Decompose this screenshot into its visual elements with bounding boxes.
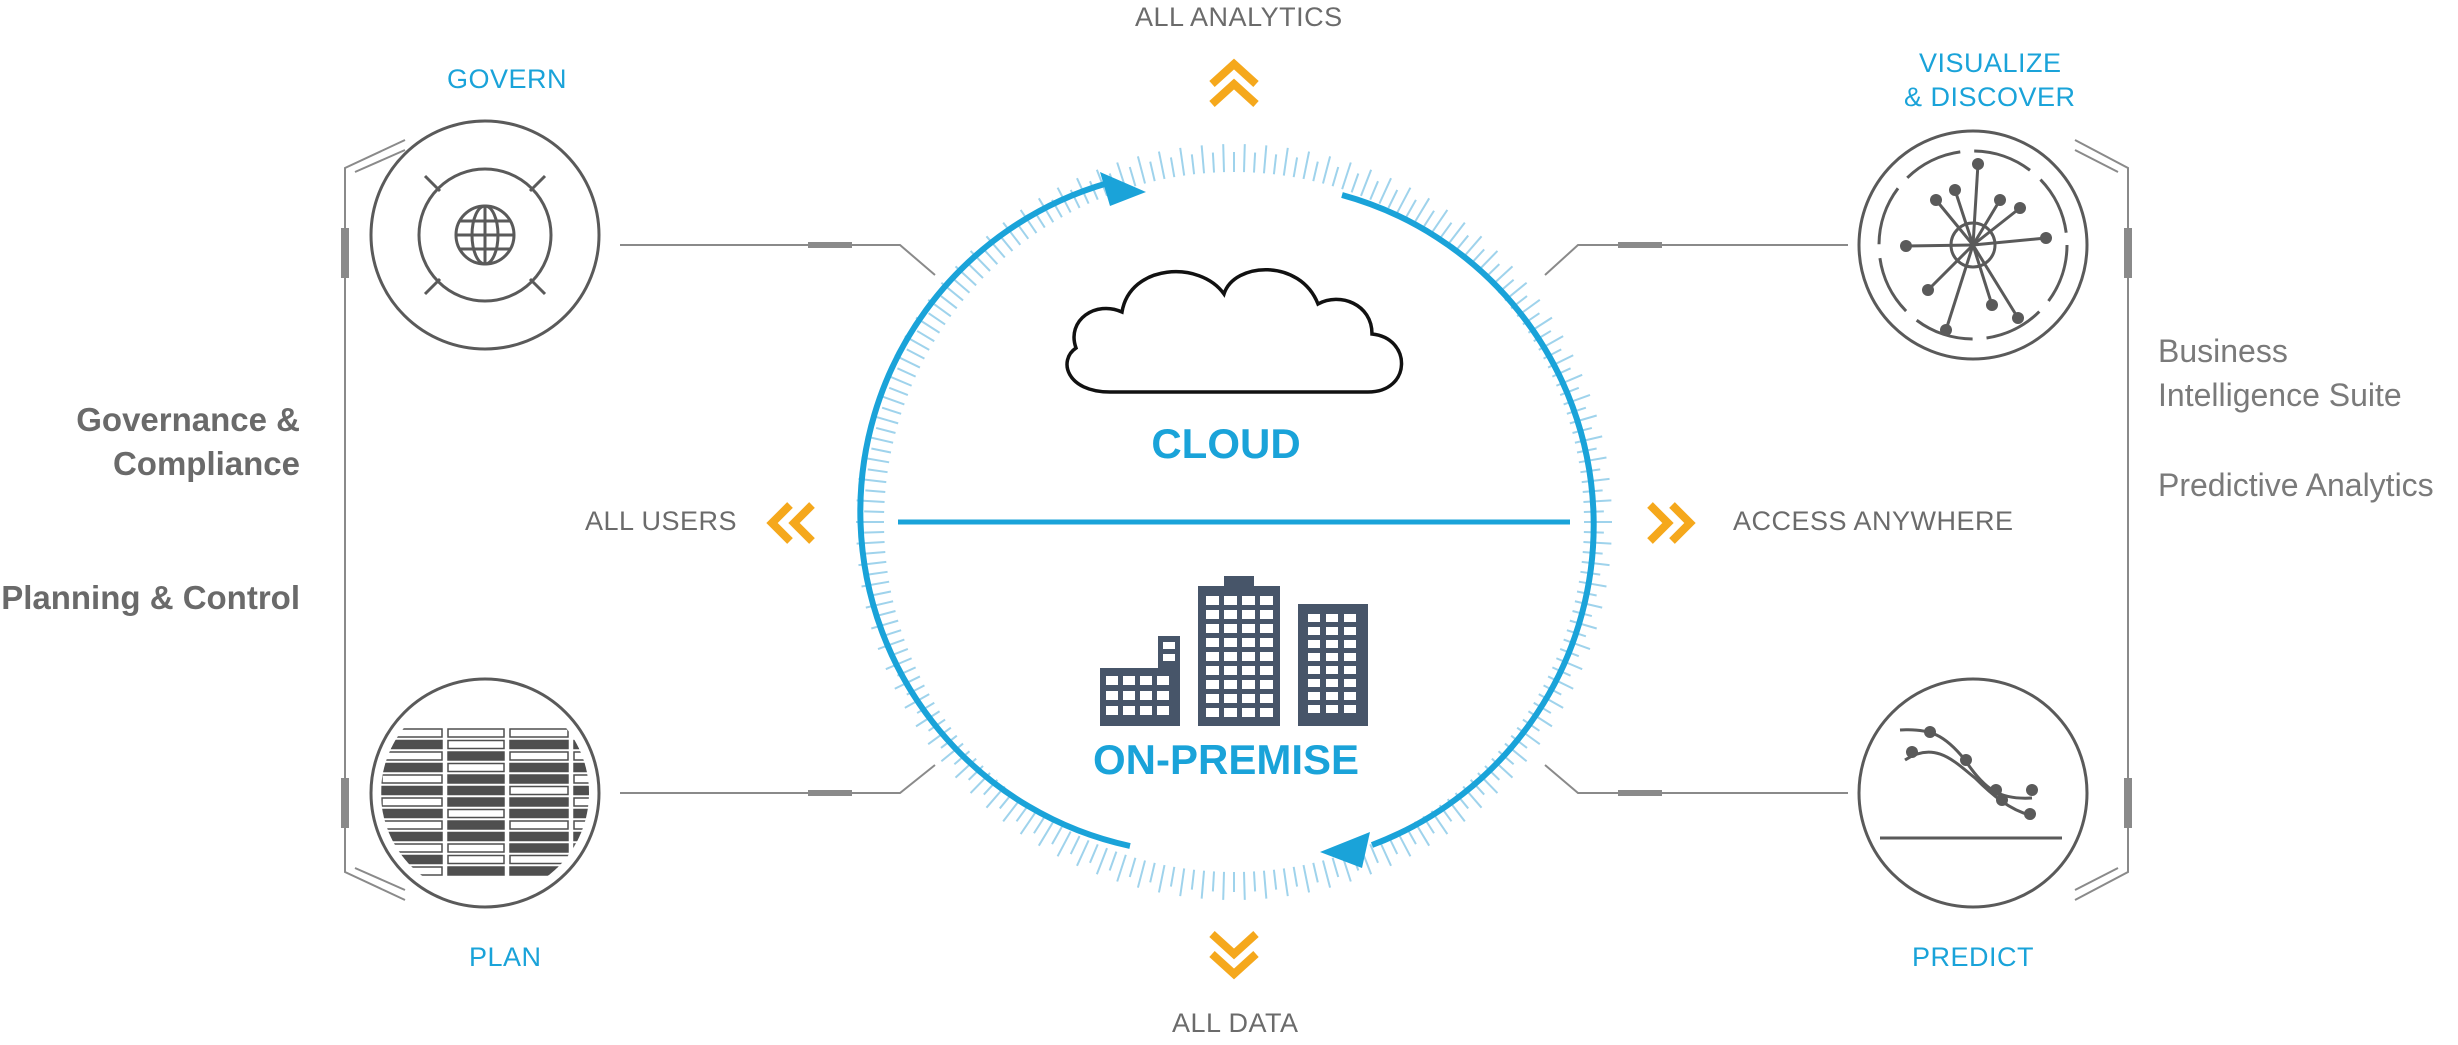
govern-label: GOVERN — [447, 64, 568, 94]
predictive-note: Predictive Analytics — [2158, 467, 2434, 503]
chevron-left-icon — [766, 502, 815, 544]
plan-grid-icon — [369, 677, 601, 909]
main-circle — [857, 180, 1597, 849]
governance-note-line2: Compliance — [112, 445, 300, 482]
arrow-head-top — [1100, 172, 1146, 206]
planning-note: Planning & Control — [1, 579, 300, 616]
building-windows — [1106, 596, 1356, 717]
predict-points — [1906, 726, 2038, 820]
cloud-icon — [1065, 267, 1404, 394]
connector-tabs — [341, 228, 2132, 828]
predict-chart-icon — [1857, 677, 2089, 909]
plan-label: PLAN — [469, 942, 542, 972]
chevrons — [766, 58, 1696, 980]
bi-note-line2: Intelligence Suite — [2158, 377, 2402, 413]
arrow-head-bottom — [1320, 832, 1370, 868]
chevron-right-icon — [1647, 502, 1696, 544]
predict-label: PREDICT — [1912, 942, 2035, 972]
top-label: ALL ANALYTICS — [1135, 2, 1343, 32]
chevron-up-icon — [1209, 58, 1259, 107]
right-label: ACCESS ANYWHERE — [1733, 506, 2014, 536]
visualize-label-line1: VISUALIZE — [1919, 48, 2062, 78]
governance-note-line1: Governance & — [76, 401, 300, 438]
connectors — [344, 139, 2129, 901]
bi-note-line1: Business — [2158, 333, 2288, 369]
chevron-down-icon — [1209, 931, 1259, 980]
bottom-label: ALL DATA — [1172, 1008, 1299, 1038]
visualize-network-icon — [1857, 129, 2089, 361]
network-nodes — [1900, 158, 2052, 336]
visualize-label-line2: & DISCOVER — [1904, 82, 2076, 112]
onpremise-label: ON-PREMISE — [1092, 736, 1360, 783]
govern-globe-icon — [369, 119, 601, 351]
cloud-label: CLOUD — [1151, 420, 1301, 467]
left-label: ALL USERS — [585, 506, 738, 536]
